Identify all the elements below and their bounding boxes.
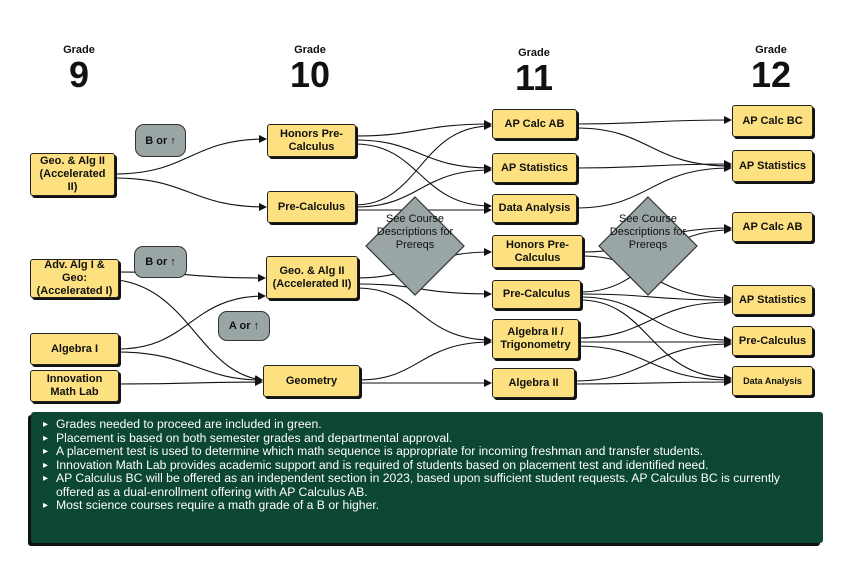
course-honors-precalc-grade11: Honors Pre-Calculus xyxy=(492,235,583,268)
grade-label: Grade xyxy=(294,44,326,56)
course-data-analysis-grade12: Data Analysis xyxy=(732,366,813,396)
grade-label: Grade xyxy=(755,44,787,56)
grade-requirement-badge-a: A or ↑ xyxy=(218,311,270,341)
notes-panel: Grades needed to proceed are included in… xyxy=(31,412,823,543)
note-item: Placement is based on both semester grad… xyxy=(43,431,811,446)
diamond-right xyxy=(598,196,698,296)
grade-9-header: Grade 9 xyxy=(39,44,119,94)
course-algebra1: Algebra I xyxy=(30,333,119,365)
course-innovation-math-lab: Innovation Math Lab xyxy=(30,370,119,402)
grade-12-header: Grade 12 xyxy=(731,44,811,94)
course-algebra2: Algebra II xyxy=(492,368,575,398)
diamond-left-label: See Course Descriptions for Prereqs xyxy=(376,213,454,251)
grade-label: Grade xyxy=(63,44,95,56)
diamond-left xyxy=(365,196,465,296)
grade-11-header: Grade 11 xyxy=(494,47,574,97)
grade-number: 9 xyxy=(68,54,90,95)
grade-number: 11 xyxy=(514,57,554,98)
course-adv-alg1-geo: Adv. Alg I & Geo: (Accelerated I) xyxy=(30,259,119,298)
note-item: Most science courses require a math grad… xyxy=(43,498,811,513)
course-ap-calc-ab-grade12: AP Calc AB xyxy=(732,212,813,242)
course-geometry: Geometry xyxy=(263,365,360,397)
course-ap-statistics-grade12-top: AP Statistics xyxy=(732,150,813,182)
course-precalc-grade11: Pre-Calculus xyxy=(492,280,581,309)
grade-number: 10 xyxy=(289,54,331,95)
grade-10-header: Grade 10 xyxy=(270,44,350,94)
course-ap-calc-ab-grade11: AP Calc AB xyxy=(492,109,577,139)
notes-list: Grades needed to proceed are included in… xyxy=(43,417,811,513)
course-precalc-grade10: Pre-Calculus xyxy=(267,191,356,223)
course-data-analysis-grade11: Data Analysis xyxy=(492,194,577,223)
course-precalc-grade12: Pre-Calculus xyxy=(732,326,813,356)
note-item: Innovation Math Lab provides academic su… xyxy=(43,458,811,473)
course-ap-statistics-grade11: AP Statistics xyxy=(492,153,577,183)
note-item: A placement test is used to determine wh… xyxy=(43,444,811,459)
course-algebra2-trig: Algebra II / Trigonometry xyxy=(492,319,579,359)
course-ap-statistics-grade12-bottom: AP Statistics xyxy=(732,285,813,315)
grade-requirement-badge-b: B or ↑ xyxy=(135,124,186,157)
note-item: Grades needed to proceed are included in… xyxy=(43,417,811,432)
course-geo-alg2-grade9: Geo. & Alg II (Accelerated II) xyxy=(30,153,115,196)
diamond-right-label: See Course Descriptions for Prereqs xyxy=(609,213,687,251)
grade-number: 12 xyxy=(750,54,792,95)
grade-requirement-badge-b: B or ↑ xyxy=(134,246,187,278)
course-ap-calc-bc: AP Calc BC xyxy=(732,105,813,137)
grade-label: Grade xyxy=(518,47,550,59)
course-honors-precalc-grade10: Honors Pre-Calculus xyxy=(267,124,356,157)
course-geo-alg2-grade10: Geo. & Alg II (Accelerated II) xyxy=(266,256,358,299)
note-item: AP Calculus BC will be offered as an ind… xyxy=(43,471,811,499)
